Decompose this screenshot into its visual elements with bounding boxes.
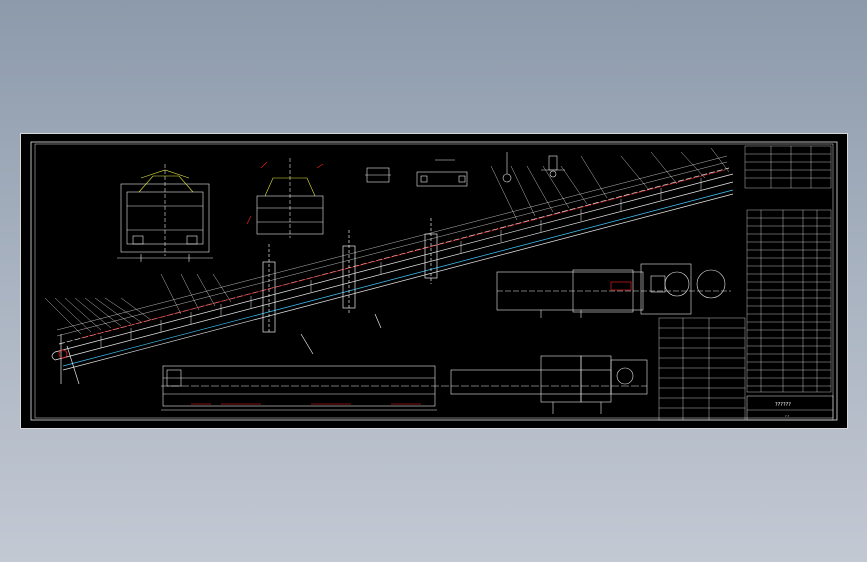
support-legs: [262, 218, 438, 355]
drive-plan-view: [496, 263, 731, 318]
detail-views: [365, 152, 565, 187]
roller-marks: [100, 178, 702, 348]
leader-lines: [44, 147, 730, 335]
inner-border: [34, 143, 834, 419]
cross-section-view-2: [246, 158, 324, 238]
inclined-conveyor-elevation: [51, 155, 734, 385]
drawing-number: ?-?: [785, 414, 790, 418]
outer-border: [30, 141, 838, 421]
cross-section-view-1: [117, 164, 213, 262]
cad-drawing: ?????? ?-?: [30, 141, 838, 421]
drawing-title: ??????: [775, 402, 791, 408]
drawing-viewport[interactable]: ?????? ?-?: [20, 133, 848, 429]
lower-elevation-view: [161, 355, 648, 414]
title-block: ?????? ?-?: [746, 395, 834, 421]
parts-list-table: [658, 145, 832, 421]
